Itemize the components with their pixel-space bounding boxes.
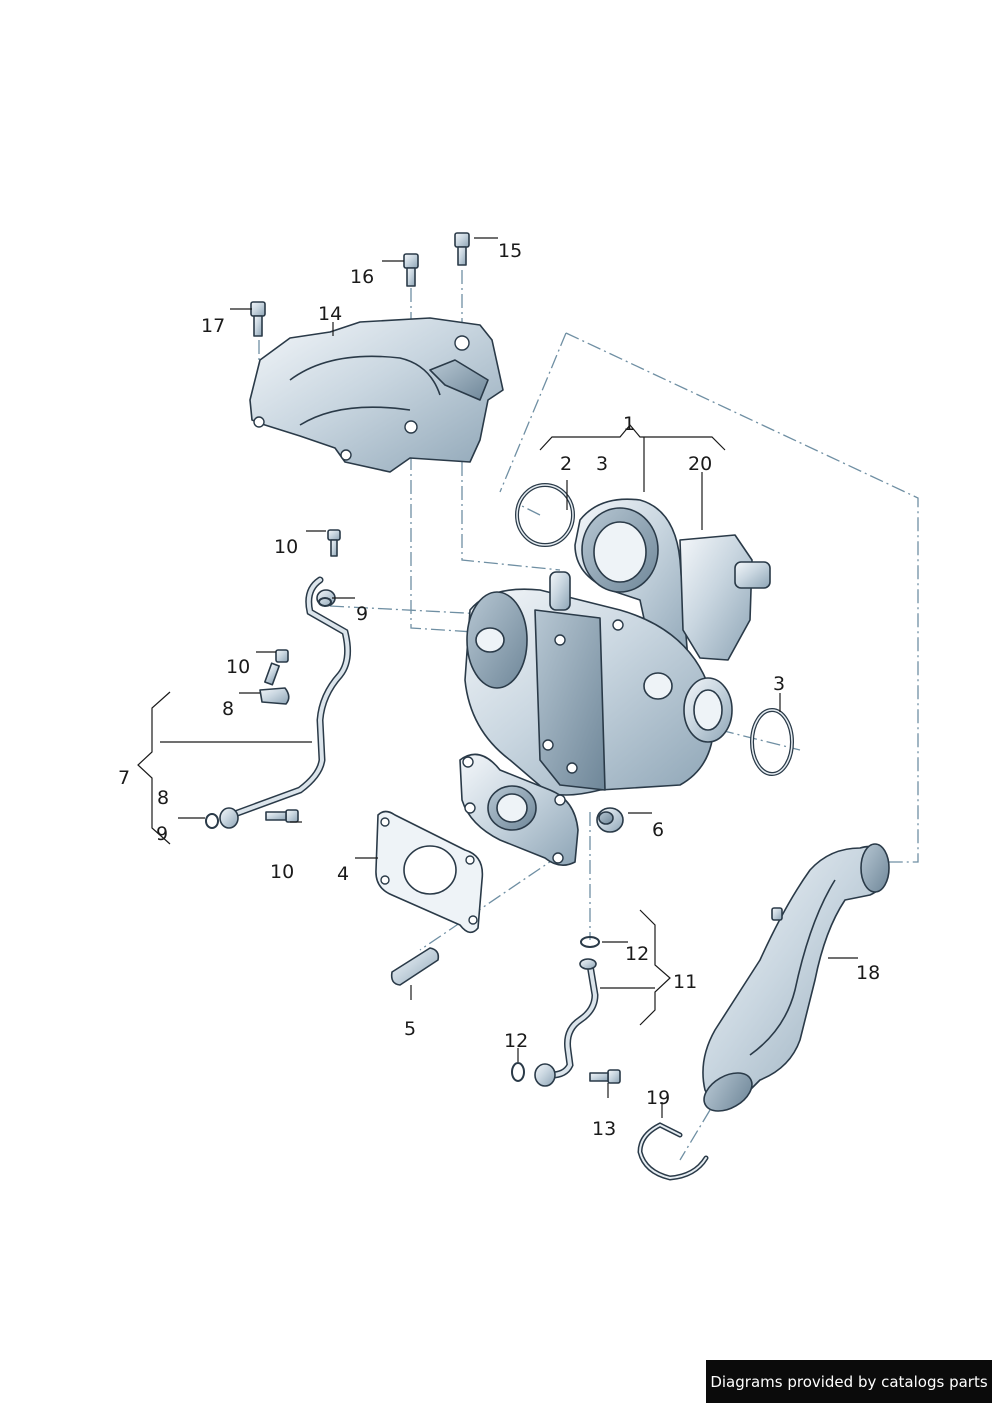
attribution-text: Diagrams provided by catalogs parts [710, 1372, 988, 1391]
leader-lines [137, 237, 858, 1118]
bolt-15-part [454, 232, 470, 266]
label-3-top: 3 [596, 453, 608, 475]
part-number-labels: 1 2 3 20 3 4 5 6 7 8 8 9 9 10 10 10 11 1… [118, 240, 880, 1140]
label-10-middle: 10 [226, 656, 250, 678]
label-10-top: 10 [274, 536, 298, 558]
charge-air-pipe-part [702, 843, 890, 1112]
label-2: 2 [560, 453, 572, 475]
label-16: 16 [350, 266, 374, 288]
label-4: 4 [337, 863, 349, 885]
label-9-bottom: 9 [156, 823, 168, 845]
bolt-13-part [589, 1069, 621, 1084]
label-17: 17 [201, 315, 225, 337]
label-14: 14 [318, 303, 342, 325]
label-13: 13 [592, 1118, 616, 1140]
label-6: 6 [652, 819, 664, 841]
label-9-top: 9 [356, 603, 368, 625]
label-19: 19 [646, 1087, 670, 1109]
stud-part [390, 947, 440, 986]
label-7: 7 [118, 767, 130, 789]
label-10-bottom: 10 [270, 861, 294, 883]
turbocharger-part [459, 498, 771, 866]
seal-ring-12-part [511, 936, 600, 1082]
label-12-top: 12 [625, 943, 649, 965]
label-3-right: 3 [773, 673, 785, 695]
plug-part [596, 807, 624, 833]
bracket-part [259, 687, 290, 705]
label-18: 18 [856, 962, 880, 984]
label-5: 5 [404, 1018, 416, 1040]
heat-shield-part [249, 317, 504, 473]
oil-return-line-part [534, 958, 599, 1087]
label-11: 11 [673, 971, 697, 993]
o-ring-3-part [750, 708, 794, 776]
seal-ring-9-part [205, 597, 332, 829]
bolt-17-part [250, 301, 266, 337]
attribution-banner: Diagrams provided by catalogs parts [706, 1360, 992, 1403]
label-20: 20 [688, 453, 712, 475]
o-ring-2-part [515, 483, 575, 547]
bolt-16-part [403, 253, 419, 287]
bolt-10-part [264, 529, 341, 823]
label-8-bracket: 8 [222, 698, 234, 720]
label-12-bottom: 12 [504, 1030, 528, 1052]
label-15: 15 [498, 240, 522, 262]
clip-part [637, 1122, 709, 1181]
label-1: 1 [623, 413, 635, 435]
label-8-group: 8 [157, 787, 169, 809]
gasket-part [375, 810, 484, 934]
